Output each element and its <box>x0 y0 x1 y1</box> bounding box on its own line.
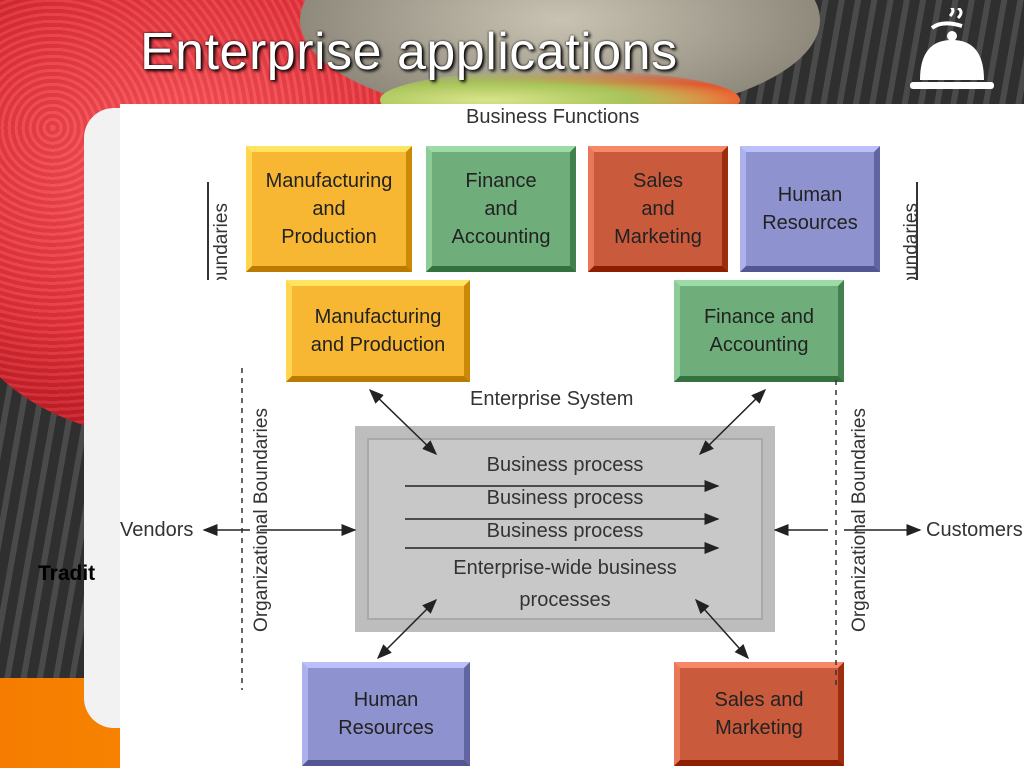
traditional-right-boundary-label: Organizational Boundaries <box>901 203 923 280</box>
function-box-human-resources: Human Resources <box>740 146 880 272</box>
vendors-label: Vendors <box>120 519 194 541</box>
cloche-icon <box>910 8 994 89</box>
enterprise-box-label: Finance and Accounting <box>703 306 815 356</box>
traditional-left-boundary-label: Organizational Boundaries <box>211 203 233 280</box>
business-functions-heading: Business Functions <box>466 106 640 128</box>
slide-subtitle: Tradit <box>38 562 96 585</box>
enterprise-connector-lines <box>202 368 922 690</box>
function-box-manufacturing: Manufacturing and Production <box>246 146 412 272</box>
enterprise-box-label: Sales and Marketing <box>714 689 804 739</box>
function-box-label: Sales and Marketing <box>614 170 702 248</box>
slide-title: Enterprise applications <box>140 23 678 81</box>
enterprise-box-sales: Sales and Marketing <box>674 662 844 766</box>
traditional-boundary-lines <box>207 182 918 280</box>
enterprise-system-diagram: Enterprise System Manufacturing and Prod… <box>120 280 1024 768</box>
enterprise-box-manufacturing: Manufacturing and Production <box>286 280 470 382</box>
traditional-functions-diagram: Business Functions Manufacturing and Pro… <box>120 104 1024 280</box>
customers-label: Customers <box>926 519 1023 541</box>
enterprise-box-finance: Finance and Accounting <box>674 280 844 382</box>
enterprise-system-core <box>355 426 775 632</box>
business-process-1: Business process <box>486 454 644 476</box>
function-box-label: Finance and Accounting <box>451 170 551 248</box>
business-process-3: Business process <box>486 520 644 542</box>
enterprise-wide-process: Enterprise-wide business processes <box>453 557 677 611</box>
enterprise-system-heading: Enterprise System <box>470 388 634 410</box>
enterprise-box-human-resources: Human Resources <box>302 662 470 766</box>
enterprise-box-label: Human Resources <box>338 689 434 739</box>
function-box-label: Human Resources <box>762 184 858 234</box>
content-panel-edge <box>84 108 124 728</box>
function-box-label: Manufacturing and Production <box>265 170 393 248</box>
business-process-2: Business process <box>486 487 644 509</box>
enterprise-box-label: Manufacturing and Production <box>310 306 446 356</box>
function-box-sales: Sales and Marketing <box>588 146 728 272</box>
function-box-finance: Finance and Accounting <box>426 146 576 272</box>
